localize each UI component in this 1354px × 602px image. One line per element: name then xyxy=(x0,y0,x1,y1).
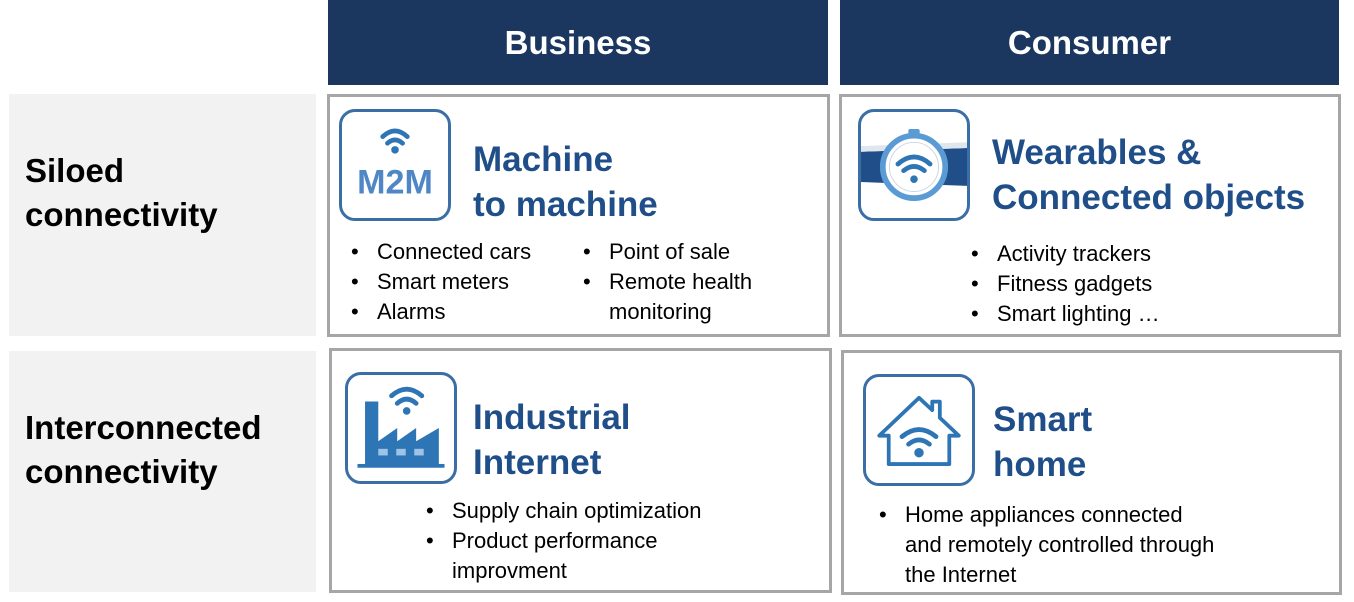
row-label-siloed: Siloed connectivity xyxy=(9,94,316,336)
list-item-continuation: the Internet xyxy=(905,562,1017,587)
m2m-wifi-icon: M2M xyxy=(339,109,451,221)
cell-wearables-bullets: Activity trackers Fitness gadgets Smart … xyxy=(969,239,1160,329)
cell-m2m-title-line2: to machine xyxy=(473,185,658,224)
list-item: Smart meters xyxy=(349,267,531,297)
row-label-interconnected: Interconnected connectivity xyxy=(9,351,316,592)
smartwatch-wifi-icon xyxy=(858,109,970,221)
m2m-icon-text: M2M xyxy=(357,163,433,201)
cell-industrial-bullets: Supply chain optimization Product perfor… xyxy=(424,496,701,586)
list-item: Supply chain optimization xyxy=(424,496,701,526)
cell-industrial-title: Industrial Internet xyxy=(473,395,631,485)
column-header-consumer-label: Consumer xyxy=(1007,23,1172,61)
list-item: Remote health xyxy=(581,267,752,297)
row-label-interconnected-line1: Interconnected xyxy=(25,409,262,446)
cell-industrial-title-line1: Industrial xyxy=(473,398,631,437)
list-item-continuation: monitoring xyxy=(609,299,712,324)
list-item: Fitness gadgets xyxy=(969,269,1160,299)
column-header-consumer: Consumer xyxy=(840,0,1339,85)
cell-m2m-bullets-right: Point of sale Remote health monitoring xyxy=(581,237,752,327)
cell-m2m-title-line1: Machine xyxy=(473,140,614,179)
cell-smarthome-bullets: Home appliances connected and remotely c… xyxy=(877,500,1214,590)
cell-smarthome-title: Smart home xyxy=(993,397,1092,487)
list-item: Alarms xyxy=(349,297,531,327)
cell-m2m-title: Machine to machine xyxy=(473,137,658,227)
column-header-business-label: Business xyxy=(504,23,652,61)
factory-wifi-icon xyxy=(345,372,457,484)
cell-machine-to-machine: M2M Machine to machine Connected cars Sm… xyxy=(327,94,830,337)
column-header-business: Business xyxy=(328,0,828,85)
cell-wearables: Wearables & Connected objects Activity t… xyxy=(839,94,1341,337)
list-item: Smart lighting … xyxy=(969,299,1160,329)
cell-wearables-title-line1: Wearables & xyxy=(992,133,1202,172)
list-item: Connected cars xyxy=(349,237,531,267)
cell-smarthome-title-line2: home xyxy=(993,445,1087,484)
list-item-continuation: improvment xyxy=(452,558,567,583)
list-item: Point of sale xyxy=(581,237,752,267)
list-item: Home appliances connected xyxy=(877,500,1214,530)
list-item: Product performance xyxy=(424,526,701,556)
list-item: Activity trackers xyxy=(969,239,1160,269)
cell-m2m-bullets-left: Connected cars Smart meters Alarms xyxy=(349,237,531,327)
row-label-interconnected-line2: connectivity xyxy=(25,453,218,490)
row-label-siloed-line2: connectivity xyxy=(25,196,218,233)
row-label-siloed-line1: Siloed xyxy=(25,152,125,189)
list-item-continuation: and remotely controlled through xyxy=(905,532,1215,557)
house-wifi-icon xyxy=(863,374,975,486)
cell-smarthome-title-line1: Smart xyxy=(993,400,1093,439)
cell-smart-home: Smart home Home appliances connected and… xyxy=(841,350,1342,595)
cell-wearables-title: Wearables & Connected objects xyxy=(992,130,1305,220)
cell-industrial-title-line2: Internet xyxy=(473,443,602,482)
cell-wearables-title-line2: Connected objects xyxy=(992,178,1306,217)
cell-industrial-internet: Industrial Internet Supply chain optimiz… xyxy=(329,348,832,593)
